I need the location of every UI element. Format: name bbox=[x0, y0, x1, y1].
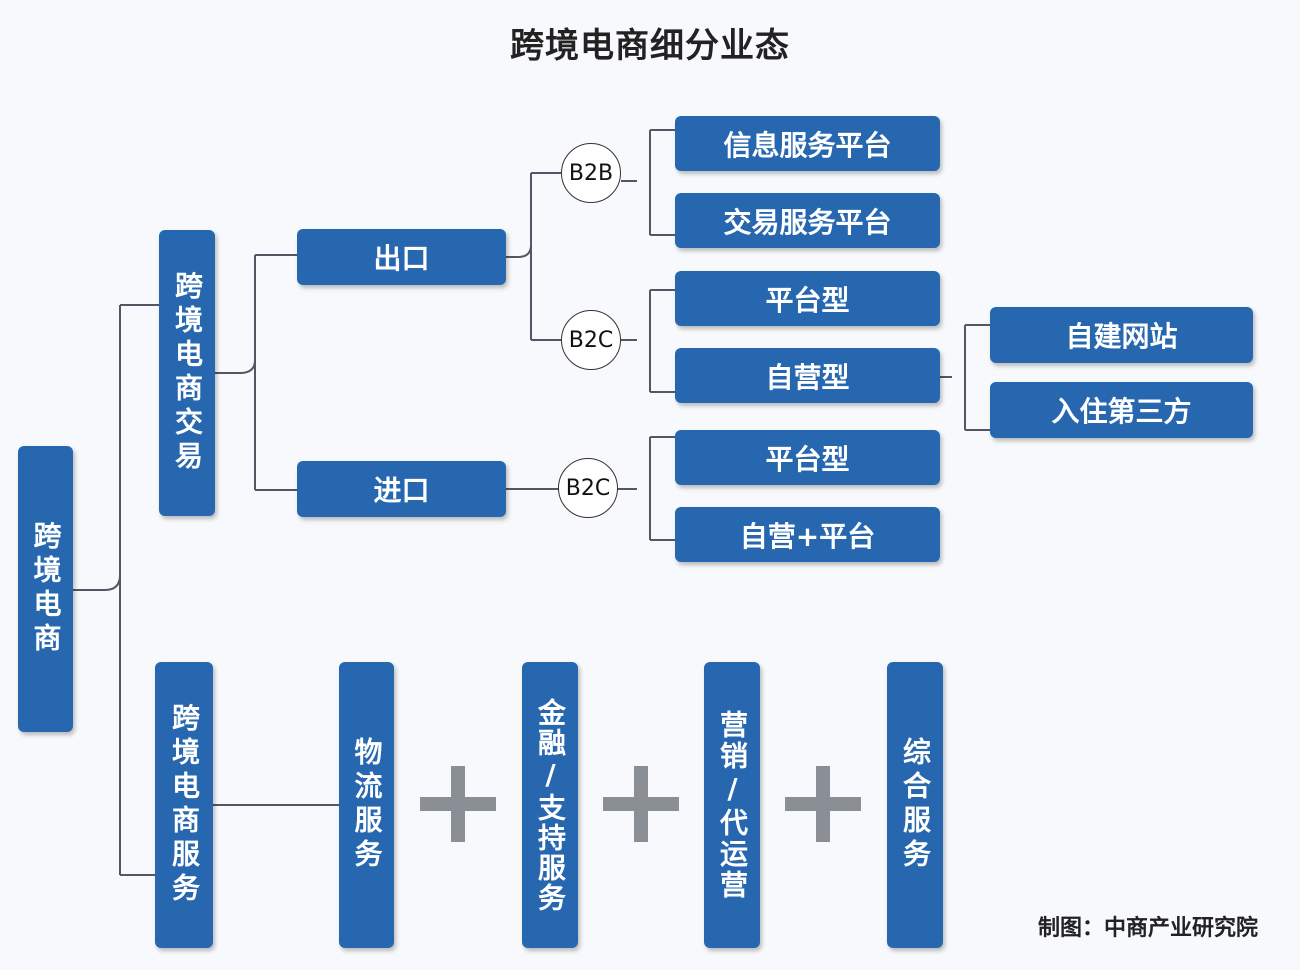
self-operated-item: 入住第三方 bbox=[990, 382, 1253, 438]
service-box: 跨境电商服务 bbox=[155, 662, 213, 948]
service-comprehensive: 综合服务 bbox=[887, 662, 943, 948]
diagram-title: 跨境电商细分业态 bbox=[510, 26, 790, 66]
trade-box: 跨境电商交易 bbox=[159, 230, 215, 516]
b2c-import-item: 自营+平台 bbox=[675, 507, 940, 562]
b2c-import-item: 平台型 bbox=[675, 430, 940, 485]
import-box: 进口 bbox=[297, 461, 506, 517]
export-box: 出口 bbox=[297, 229, 506, 285]
self-operated-item: 自建网站 bbox=[990, 307, 1253, 363]
b2b-item: 交易服务平台 bbox=[675, 193, 940, 248]
plus-icon bbox=[420, 766, 496, 842]
b2b-circle: B2B bbox=[561, 143, 621, 203]
service-logistics: 物流服务 bbox=[339, 662, 394, 948]
b2b-item: 信息服务平台 bbox=[675, 116, 940, 171]
service-finance: 金融/支持服务 bbox=[522, 662, 578, 948]
plus-icon bbox=[603, 766, 679, 842]
root-box: 跨境电商 bbox=[18, 446, 73, 732]
b2c-export-item: 平台型 bbox=[675, 271, 940, 326]
b2c-import-circle: B2C bbox=[558, 458, 618, 518]
service-marketing: 营销/代运营 bbox=[704, 662, 760, 948]
plus-icon bbox=[785, 766, 861, 842]
source-caption: 制图：中商产业研究院 bbox=[1038, 916, 1259, 941]
b2c-export-item: 自营型 bbox=[675, 348, 940, 403]
b2c-export-circle: B2C bbox=[561, 310, 621, 370]
